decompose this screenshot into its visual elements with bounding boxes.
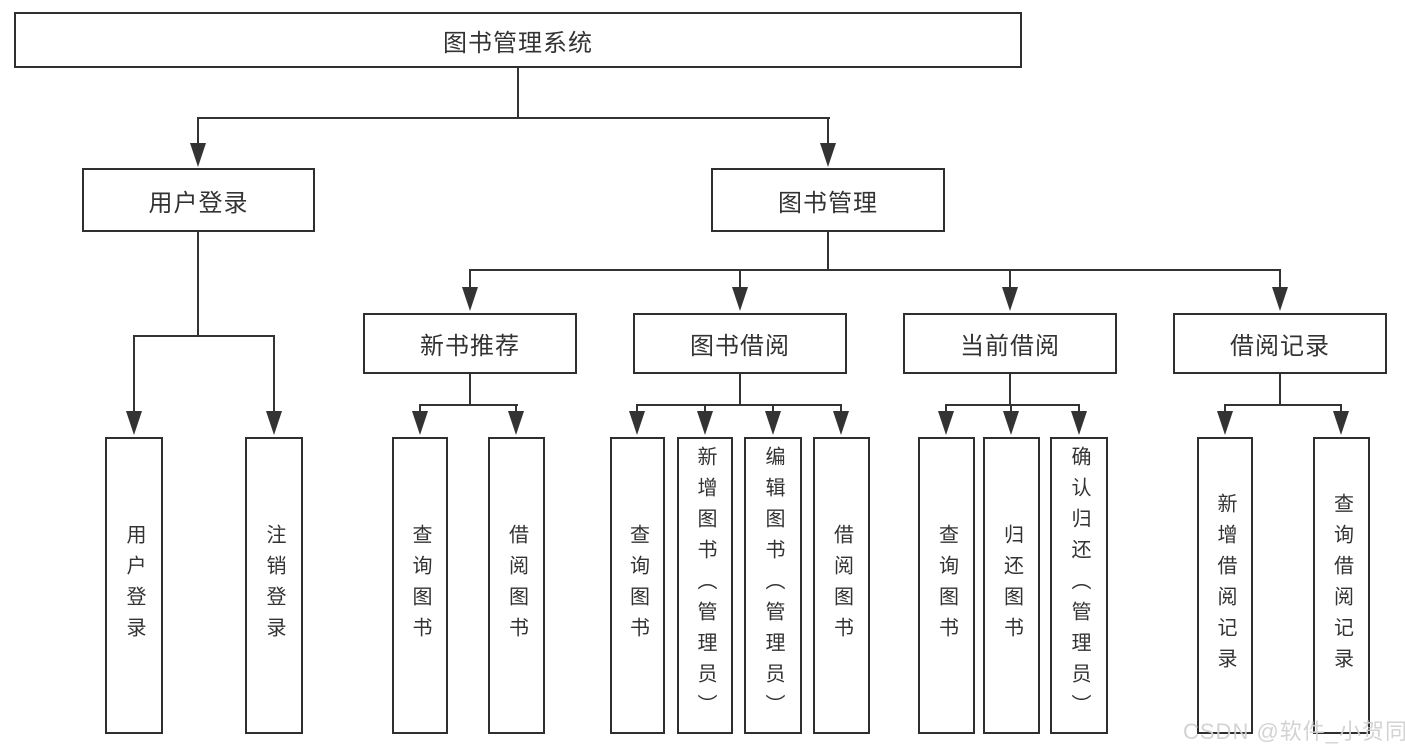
leaf-logout: 注销登录 [245,437,303,734]
connector-vline [1279,374,1281,405]
arrow-down-icon [1002,287,1018,311]
node-book-management: 图书管理 [711,168,945,232]
node-label: 用户登录 [148,189,249,217]
connector-vline [515,404,517,414]
node-label: 查询图书 [409,523,431,648]
node-label: 编辑图书（管理员） [762,446,784,725]
arrow-down-icon [462,287,478,311]
arrow-down-icon [1071,411,1087,435]
arrow-down-icon [412,411,428,435]
connector-vline [469,374,471,405]
connector-vline [704,404,706,414]
node-library-management-system: 图书管理系统 [14,12,1022,68]
connector-vline [827,232,829,270]
connector-vline [197,117,199,149]
leaf-bb-query-books: 查询图书 [610,437,665,734]
connector-vline [840,404,842,414]
leaf-bb-add-books-admin: 新增图书（管理员） [677,437,733,734]
arrow-down-icon [697,411,713,435]
connector-vline [772,404,774,414]
arrow-down-icon [820,143,836,167]
node-label: 图书借阅 [690,333,790,360]
node-label: 查询图书 [935,523,958,648]
node-current-borrow: 当前借阅 [903,313,1117,374]
node-new-book-recommend: 新书推荐 [363,313,577,374]
connector-vline [517,68,519,118]
node-book-borrow: 图书借阅 [633,313,847,374]
connector-hline [1224,404,1342,406]
node-label: 注销登录 [263,523,285,648]
connector-hline [133,335,275,337]
connector-vline [739,269,741,291]
connector-vline [1340,404,1342,414]
node-label: 新增借阅记录 [1214,492,1236,679]
arrow-down-icon [1272,287,1288,311]
connector-hline [637,404,842,406]
node-label: 查询图书 [626,523,649,648]
connector-vline [469,269,471,291]
arrow-down-icon [126,411,142,435]
arrow-down-icon [732,287,748,311]
connector-vline [945,404,947,414]
leaf-cb-query-books: 查询图书 [918,437,975,734]
leaf-cb-return-books: 归还图书 [983,437,1040,734]
node-label: 借阅图书 [505,523,528,648]
node-label: 新书推荐 [420,333,520,360]
leaf-nb-borrow-books: 借阅图书 [488,437,545,734]
node-borrow-records: 借阅记录 [1173,313,1387,374]
leaf-br-query-record: 查询借阅记录 [1313,437,1370,734]
connector-vline [1009,374,1011,405]
connector-vline [133,335,135,411]
node-label: 图书管理 [778,189,878,217]
leaf-bb-edit-books-admin: 编辑图书（管理员） [744,437,802,734]
connector-vline [1009,269,1011,291]
arrow-down-icon [1333,411,1349,435]
node-label: 归还图书 [1000,523,1023,648]
arrow-down-icon [833,411,849,435]
arrow-down-icon [508,411,524,435]
connector-vline [1279,269,1281,291]
node-user-login: 用户登录 [82,168,315,232]
leaf-nb-query-books: 查询图书 [392,437,448,734]
connector-hline [197,117,830,119]
node-label: 图书管理系统 [443,29,593,57]
connector-vline [419,404,421,414]
connector-vline [827,117,829,149]
node-label: 新增图书（管理员） [694,446,716,725]
connector-vline [1078,404,1080,414]
leaf-br-add-record: 新增借阅记录 [1197,437,1253,734]
connector-vline [1010,404,1012,414]
node-label: 查询借阅记录 [1330,492,1353,679]
node-label: 用户登录 [123,523,145,648]
node-label: 借阅记录 [1230,333,1330,360]
leaf-bb-borrow-books: 借阅图书 [813,437,870,734]
arrow-down-icon [629,411,645,435]
connector-vline [1224,404,1226,414]
connector-vline [739,374,741,405]
connector-vline [636,404,638,414]
leaf-cb-confirm-return-admin: 确认归还（管理员） [1050,437,1108,734]
arrow-down-icon [1217,411,1233,435]
connector-hline [419,404,518,406]
arrow-down-icon [765,411,781,435]
node-label: 当前借阅 [960,333,1060,360]
connector-vline [197,232,199,336]
arrow-down-icon [1003,411,1019,435]
csdn-watermark: CSDN @软件_小贺同学 [1183,719,1405,744]
node-label: 借阅图书 [830,523,853,648]
connector-hline [470,269,1281,271]
arrow-down-icon [190,143,206,167]
arrow-down-icon [266,411,282,435]
arrow-down-icon [938,411,954,435]
connector-vline [273,335,275,411]
leaf-user-login: 用户登录 [105,437,163,734]
connector-hline [945,404,1080,406]
node-label: 确认归还（管理员） [1068,446,1090,725]
